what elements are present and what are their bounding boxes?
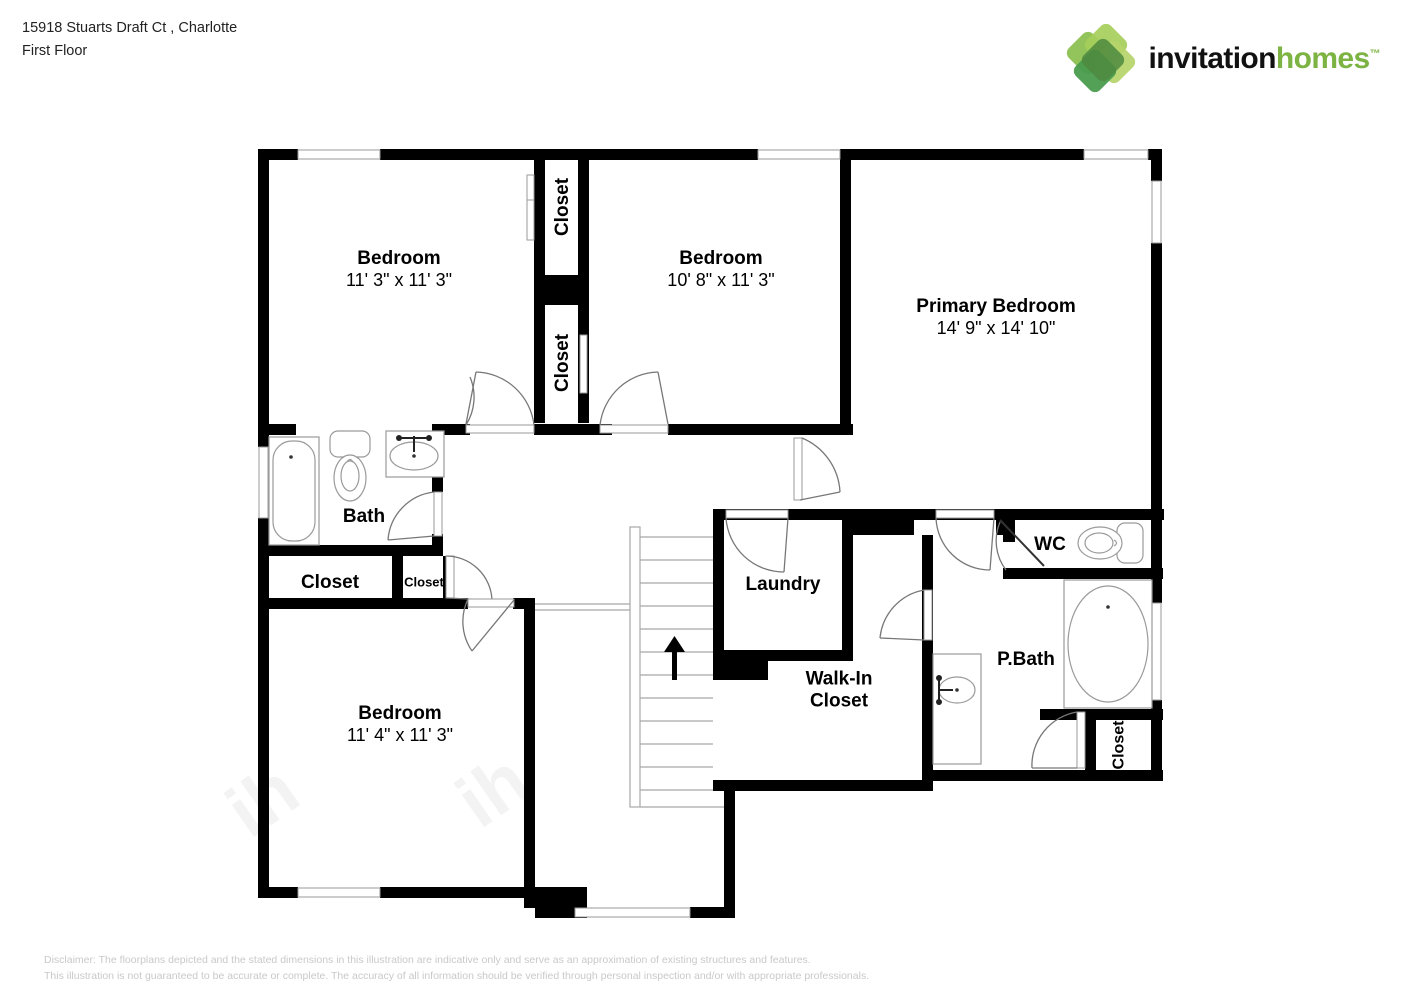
door-closet-small bbox=[445, 555, 493, 601]
room-label-closet-hall-large: Closet bbox=[301, 572, 359, 594]
bathtub-icon-primary bbox=[1063, 579, 1153, 709]
room-label-closet-lower: Closet bbox=[552, 334, 574, 392]
doors bbox=[387, 174, 1086, 769]
room-name: Bedroom bbox=[357, 248, 441, 270]
brand-word-2: homes bbox=[1275, 42, 1370, 75]
room-label-walk-in-closet: Walk-In Closet bbox=[806, 669, 873, 714]
header: 15918 Stuarts Draft Ct , Charlotte First… bbox=[22, 18, 237, 61]
room-label-bedroom-2: Bedroom 10' 8" x 11' 3" bbox=[667, 248, 774, 292]
brand-word-1: invitation bbox=[1148, 42, 1277, 75]
room-label-closet-upper: Closet bbox=[552, 178, 574, 236]
room-label-closet-hall-small: Closet bbox=[404, 574, 444, 589]
room-dimensions: 11' 4" x 11' 3" bbox=[346, 725, 454, 746]
room-dimensions: 14' 9" x 14' 10" bbox=[936, 318, 1056, 339]
room-label-bedroom-3: Bedroom 11' 4" x 11' 3" bbox=[347, 703, 453, 747]
room-dimensions: 10' 8" x 11' 3" bbox=[667, 270, 775, 291]
room-name: Bedroom bbox=[679, 248, 763, 270]
walls bbox=[258, 149, 1164, 918]
room-name: Bedroom bbox=[358, 703, 442, 725]
room-name: Bath bbox=[342, 505, 386, 527]
room-label-laundry: Laundry bbox=[746, 574, 821, 596]
room-label-bedroom-1: Bedroom 11' 3" x 11' 3" bbox=[346, 248, 452, 292]
fixtures bbox=[268, 430, 1153, 765]
disclaimer-line-2: This illustration is not guaranteed to b… bbox=[44, 970, 870, 982]
door-walk-in-closet bbox=[879, 589, 933, 641]
room-label-closet-pbath: Closet bbox=[1111, 721, 1130, 770]
sink-icon-primary bbox=[932, 653, 982, 765]
room-name: Closet bbox=[300, 571, 360, 593]
door-laundry bbox=[725, 509, 789, 573]
room-label-primary-bedroom: Primary Bedroom 14' 9" x 14' 10" bbox=[916, 296, 1075, 340]
door-bath bbox=[387, 491, 443, 541]
sink-icon-bath bbox=[385, 430, 445, 478]
windows bbox=[258, 149, 1162, 918]
door-closet-upper bbox=[526, 174, 535, 241]
door-closet-pbath bbox=[1031, 711, 1086, 769]
toilet-icon-bath bbox=[329, 430, 371, 502]
brand-wordmark: invitationhomes™ bbox=[1148, 42, 1381, 76]
door-bedroom-1 bbox=[465, 371, 535, 434]
room-name: Walk-In Closet bbox=[805, 668, 873, 712]
room-label-bath: Bath bbox=[343, 506, 385, 528]
room-name: P.Bath bbox=[997, 648, 1055, 670]
toilet-icon-wc bbox=[1077, 522, 1144, 564]
room-name: Closet bbox=[1110, 720, 1128, 770]
staircase bbox=[535, 526, 724, 808]
room-name: Primary Bedroom bbox=[916, 296, 1076, 318]
page-title: 15918 Stuarts Draft Ct , Charlotte bbox=[22, 20, 238, 36]
room-dimensions: 11' 3" x 11' 3" bbox=[345, 270, 453, 291]
door-closet-lower bbox=[579, 334, 588, 394]
room-label-wc: WC bbox=[1034, 534, 1066, 556]
door-bedroom-3 bbox=[462, 598, 515, 652]
door-primary-bedroom bbox=[793, 437, 841, 501]
room-name: Laundry bbox=[745, 573, 821, 595]
room-label-primary-bath: P.Bath bbox=[997, 649, 1055, 671]
floor-label: First Floor bbox=[22, 43, 88, 59]
room-name: Closet bbox=[551, 333, 573, 393]
stairs-direction-arrow-icon bbox=[664, 636, 685, 680]
disclaimer-line-1: Disclaimer: The floorplans depicted and … bbox=[44, 954, 811, 966]
trademark-symbol: ™ bbox=[1369, 48, 1381, 60]
room-name: Closet bbox=[404, 574, 444, 590]
door-bedroom-2 bbox=[599, 371, 669, 434]
door-wc bbox=[935, 509, 1045, 571]
room-name: Closet bbox=[551, 177, 573, 237]
bathtub-icon bbox=[268, 436, 320, 546]
room-name: WC bbox=[1034, 533, 1066, 555]
brand-logo: invitationhomes™ bbox=[1063, 20, 1381, 96]
disclaimer: Disclaimer: The floorplans depicted and … bbox=[44, 952, 869, 984]
